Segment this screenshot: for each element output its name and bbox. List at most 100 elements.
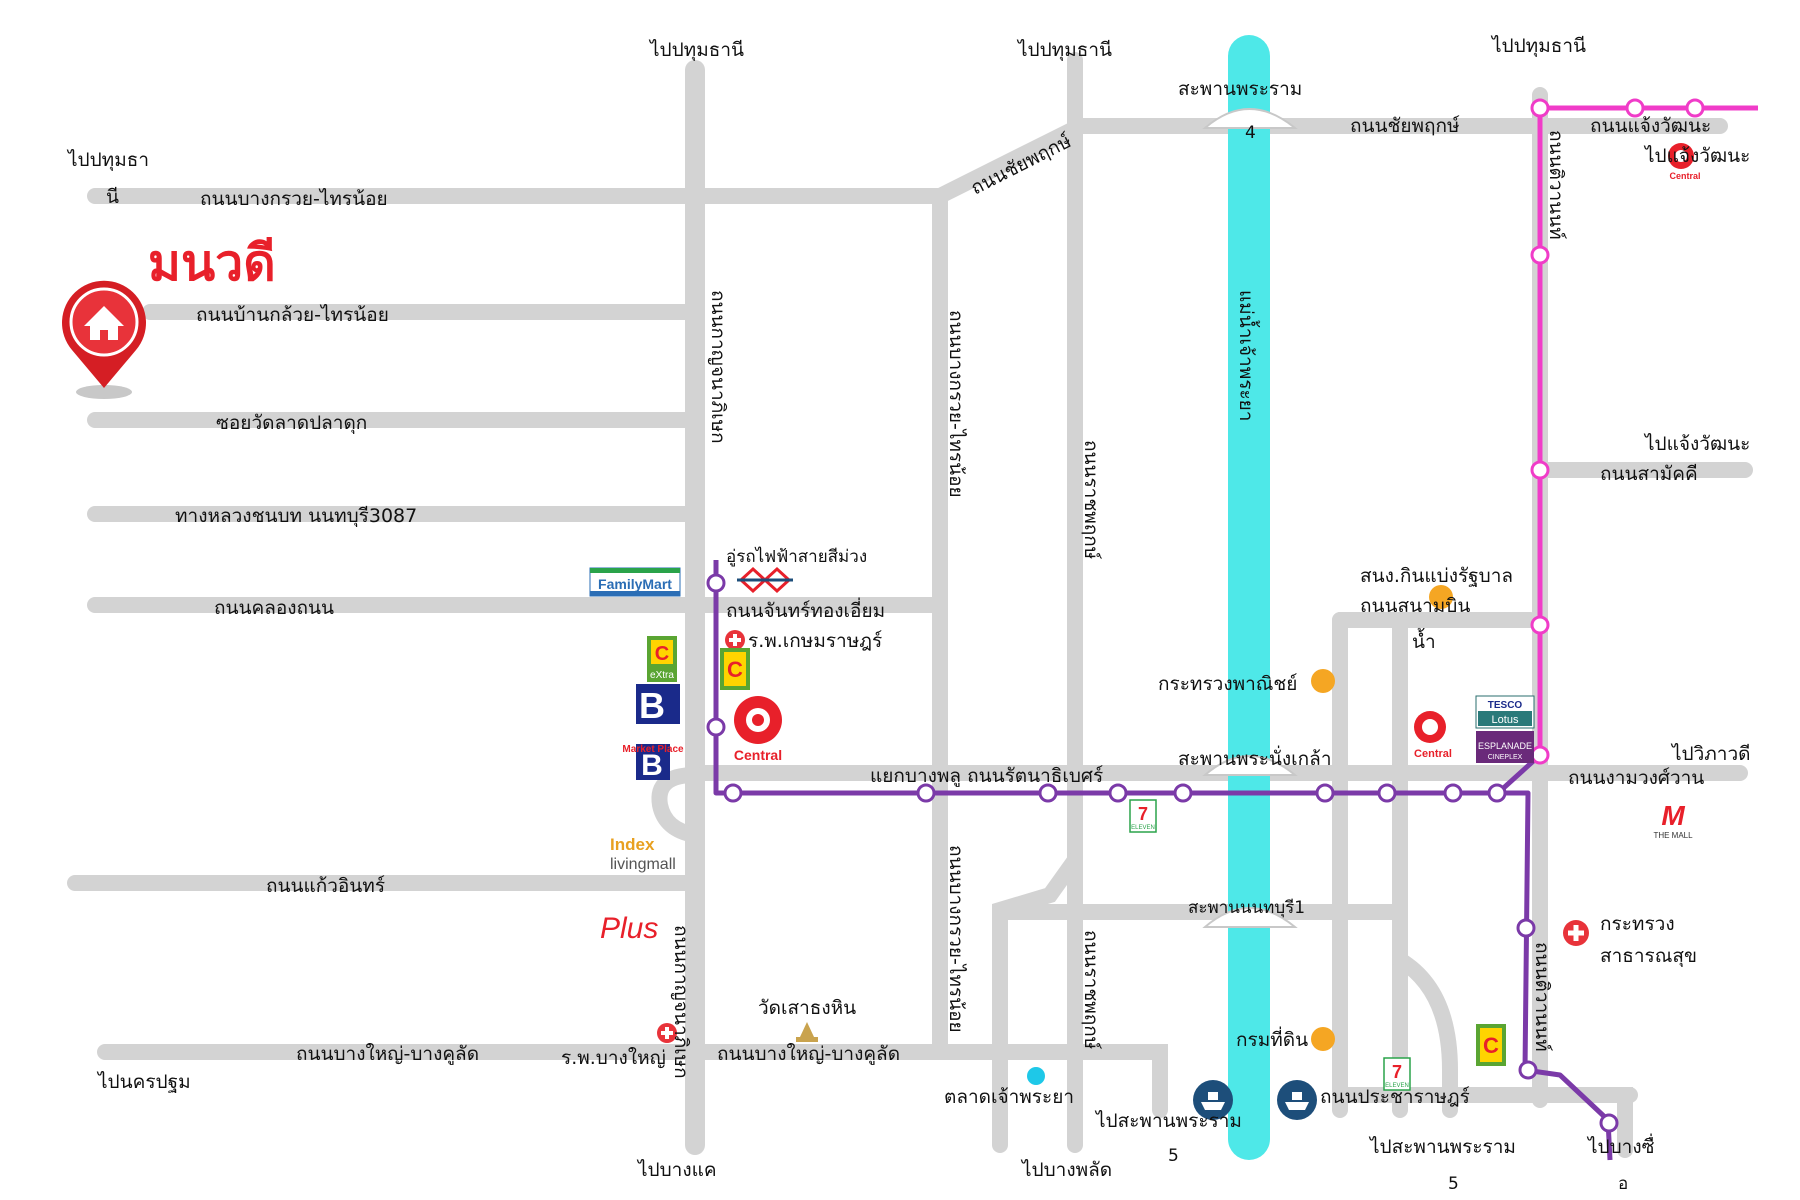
orange-dot-icon[interactable] [1311, 1027, 1335, 1051]
boat-pier-icon[interactable] [1277, 1080, 1317, 1120]
label-to-pathum-2: ไปปทุมธานี [1016, 39, 1112, 62]
label-highway-3087: ทางหลวงชนบท นนทบุรี3087 [175, 505, 417, 528]
central-text-3: Central [1669, 171, 1700, 181]
station-circle-icon[interactable] [916, 783, 936, 803]
mrt-logo-icon [737, 566, 793, 594]
orange-dot-icon[interactable] [1311, 669, 1335, 693]
station-circle-icon[interactable] [1530, 745, 1550, 765]
eleven-text-2: ELEVEN [1385, 1083, 1409, 1089]
central-text-2: Central [1414, 748, 1452, 760]
label-samakkhi: ถนนสามัคคี [1600, 463, 1698, 485]
label-chaophraya-market: ตลาดเจ้าพระยา [944, 1086, 1074, 1108]
label-river: แม่น้ำเจ้าพระยา [1235, 290, 1260, 421]
market-dot-icon[interactable] [1027, 1067, 1045, 1085]
station-circle-icon[interactable] [1377, 783, 1397, 803]
station-circle-icon[interactable] [1173, 783, 1193, 803]
livingmall-text: livingmall [610, 856, 676, 873]
label-rama4-bridge: สะพานพระราม [1178, 78, 1302, 100]
orange-dot-icon[interactable] [1429, 585, 1453, 609]
label-bangyai-bangkulat-right: ถนนบางใหญ่-บางคูลัด [717, 1043, 900, 1065]
label-to-nakhonpathom: ไปนครปฐม [96, 1071, 191, 1093]
hospital-cross-icon[interactable] [725, 630, 745, 650]
label-bangyai-bangkulat-left: ถนนบางใหญ่-บางคูลัด [296, 1043, 479, 1065]
market-place-logo: B Market Place [622, 744, 684, 782]
label-to-rama5-2b: 5 [1448, 1174, 1459, 1194]
tesco-text: TESCO [1488, 700, 1523, 711]
esplanade-text: ESPLANADE [1478, 741, 1532, 751]
road-loop [651, 767, 703, 843]
plus-logo: Plus [600, 912, 658, 945]
chao-phraya-river [1228, 35, 1270, 1160]
label-wat-sao-thong-hin: วัดเสาธงหิน [758, 997, 856, 1019]
label-soi-lat-pladuk: ซอยวัดลาดปลาดุก [216, 412, 367, 435]
station-circle-icon[interactable] [1599, 1113, 1619, 1133]
central-logo-2: Central [1414, 711, 1452, 760]
hospital-cross-icon[interactable] [1563, 920, 1589, 946]
svg-text:7: 7 [1392, 1062, 1402, 1082]
temple-icon[interactable] [796, 1022, 818, 1042]
label-to-pathum-3: ไปปทุมธานี [1490, 35, 1586, 58]
the-mall-text: THE MALL [1653, 831, 1693, 840]
label-sanambinnam-a: ถนนสนามบิน [1360, 595, 1470, 617]
label-bangkruai-vertical-1: ถนนบางกรวย-ไทรน้อย [945, 310, 967, 498]
central-logo-3: Central [1668, 143, 1701, 181]
station-circle-icon[interactable] [706, 573, 726, 593]
seven-eleven-logo: 7 ELEVEN [1129, 799, 1157, 833]
station-circle-icon[interactable] [1530, 245, 1550, 265]
central-logo: Central [734, 696, 782, 763]
label-to-bangsue-b: อ [1618, 1174, 1628, 1194]
station-circle-icon[interactable] [1518, 1060, 1538, 1080]
label-to-rama5-a: ไปสะพานพระราม [1094, 1110, 1242, 1132]
label-chaiyaphruek-diagonal: ถนนชัยพฤกษ์ [967, 130, 1075, 200]
bridges [1202, 108, 1298, 928]
boat-pier-icon[interactable] [1193, 1080, 1233, 1120]
pink-line [1537, 105, 1758, 755]
label-kanchanaphisek-top: ถนนกาญจนาภิเษก [707, 290, 729, 444]
home-pin-icon[interactable] [62, 280, 147, 399]
esplanade-logo: ESPLANADE CINEPLEX [1476, 731, 1534, 763]
label-chanthongiam: ถนนจันทร์ทองเอี่ยม [726, 597, 885, 622]
bigc-logo-2: C [1476, 1024, 1506, 1066]
label-bankluai-sainoi: ถนนบ้านกล้วย-ไทรน้อย [196, 304, 389, 326]
label-tiwanon-bottom: ถนนติวานนท์ [1531, 942, 1553, 1052]
hospital-cross-icon[interactable] [657, 1023, 677, 1043]
bigc-c-text: C [655, 643, 669, 665]
label-commerce: กระทรวงพาณิชย์ [1158, 673, 1297, 695]
road-bangyai-bangkulat [97, 1044, 1168, 1118]
label-nonthaburi1: สะพานนนทบุรี1 [1188, 898, 1305, 918]
label-khlong-thanon: ถนนคลองถนน [214, 597, 334, 619]
label-to-chaeng-2: ไปแจ้งวัฒนะ [1643, 433, 1750, 455]
label-pracharat: ถนนประชาราษฎร์ [1320, 1086, 1470, 1108]
station-circle-icon[interactable] [1685, 98, 1705, 118]
label-to-pathum-left-a: ไปปทุมธา [66, 149, 149, 172]
bridge-phranangklao [1202, 755, 1298, 776]
station-circle-icon[interactable] [1315, 783, 1335, 803]
station-circle-icon[interactable] [1625, 98, 1645, 118]
station-circle-icon[interactable] [1038, 783, 1058, 803]
station-circle-icon[interactable] [1443, 783, 1463, 803]
station-circle-icon[interactable] [1530, 615, 1550, 635]
station-circle-icon[interactable] [723, 783, 743, 803]
label-to-chaeng-1: ไปแจ้งวัฒนะ [1643, 145, 1750, 167]
familymart-logo: FamilyMart [589, 567, 681, 597]
label-gov-complex: สนง.กินแบ่งรัฐบาล [1360, 565, 1513, 587]
label-land-dept: กรมที่ดิน [1236, 1026, 1308, 1051]
label-kaew-in: ถนนแก้วอินทร์ [266, 875, 385, 897]
station-circle-icon[interactable] [1530, 98, 1550, 118]
label-to-bangkhae: ไปบางแค [636, 1159, 717, 1181]
label-kasemrad: ร.พ.เกษมราษฎร์ [748, 630, 882, 652]
the-mall-logo: M THE MALL [1653, 800, 1693, 840]
station-circle-icon[interactable] [1516, 918, 1536, 938]
poi-dots [1311, 585, 1453, 1051]
station-circle-icon[interactable] [706, 717, 726, 737]
station-circle-icon[interactable] [1530, 460, 1550, 480]
index-text: Index [610, 835, 655, 854]
bigc-c-text-3: C [1483, 1033, 1499, 1058]
station-circle-icon[interactable] [1487, 783, 1507, 803]
label-chaeng-road: ถนนแจ้งวัฒนะ [1590, 115, 1711, 137]
label-phranangklao: สะพานพระนั่งเกล้า [1178, 745, 1332, 770]
svg-text:7: 7 [1138, 804, 1148, 824]
label-ngamwongwan: ถนนงามวงศ์วาน [1568, 767, 1704, 789]
label-ratchaphruek-2: ถนนราชพฤกษ์ [1080, 930, 1102, 1050]
station-circle-icon[interactable] [1108, 783, 1128, 803]
